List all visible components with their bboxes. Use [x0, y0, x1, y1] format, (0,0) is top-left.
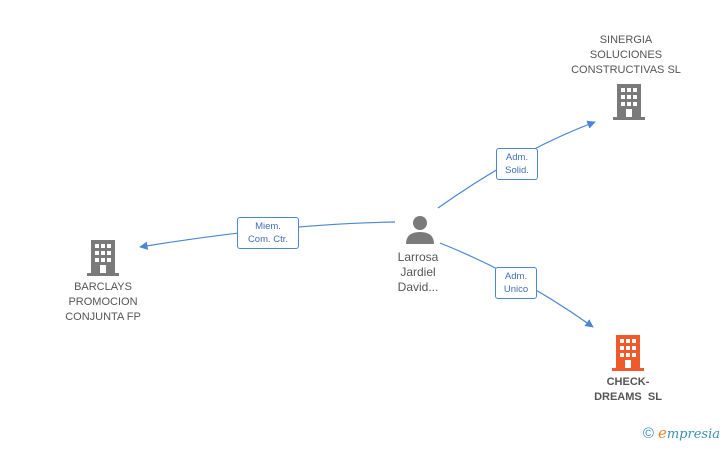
company-label-sinergia[interactable]: SINERGIA SOLUCIONES CONSTRUCTIVAS SL [571, 34, 681, 76]
company-label-checkdreams[interactable]: CHECK- DREAMS SL [594, 376, 662, 403]
building-icon[interactable] [612, 335, 644, 371]
person-icon[interactable] [404, 214, 436, 244]
edge-label-adm-solid[interactable]: Adm. Solid. [496, 148, 538, 180]
company-label-barclays[interactable]: BARCLAYS PROMOCION CONJUNTA FP [65, 281, 141, 323]
copyright-icon: © [642, 425, 654, 442]
edge-label-adm-unico[interactable]: Adm. Unico [495, 267, 537, 299]
building-icon[interactable] [613, 84, 645, 120]
building-icon[interactable] [87, 240, 119, 276]
brand-watermark: ©empresia [642, 424, 720, 442]
person-name[interactable]: Larrosa Jardiel David... [397, 250, 439, 294]
edge-label-miem-com-ctr[interactable]: Miem. Com. Ctr. [237, 217, 299, 249]
